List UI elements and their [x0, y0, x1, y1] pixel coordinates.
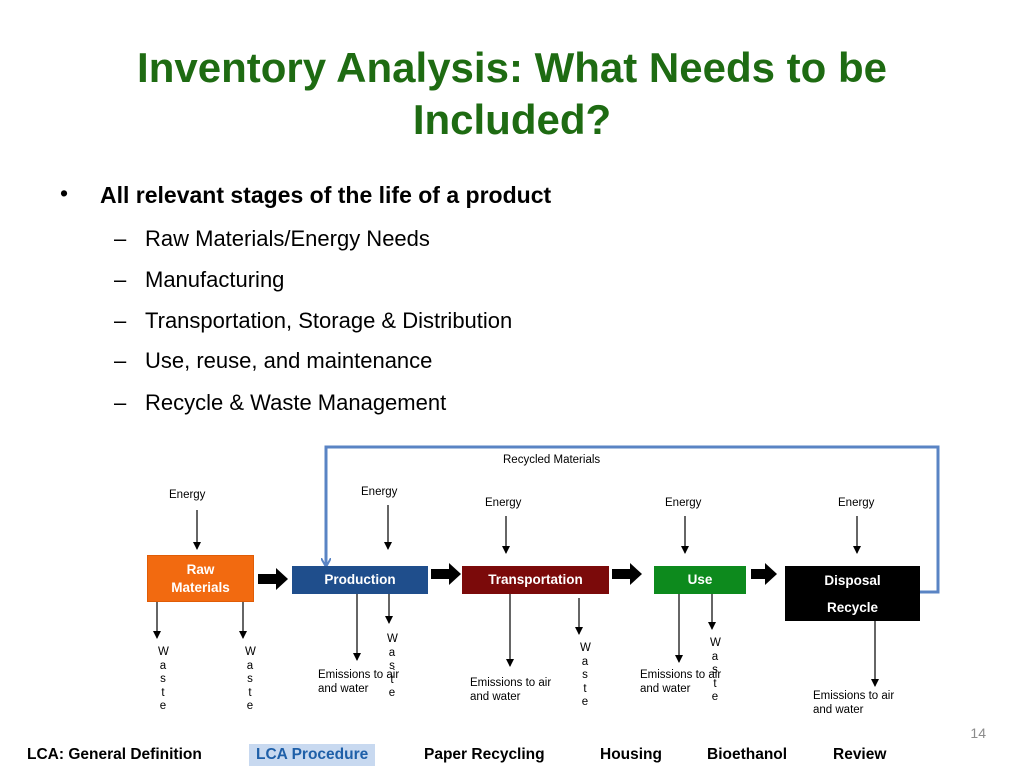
stage-label: Production [324, 572, 396, 587]
stage-transportation: Transportation [462, 566, 609, 594]
flow-arrow [258, 568, 288, 590]
sub-bullet-text: Recycle & Waste Management [145, 390, 447, 415]
stage-use: Use [654, 566, 746, 594]
recycled-materials-label: Recycled Materials [503, 454, 601, 466]
flow-arrow [612, 563, 642, 585]
stage-label: Raw [186, 561, 215, 577]
energy-label: Energy [485, 497, 522, 509]
flow-arrow [751, 563, 777, 585]
sub-bullet-text: Transportation, Storage & Distribution [145, 308, 513, 333]
energy-label: Energy [361, 486, 398, 498]
dash-symbol: – [114, 348, 127, 373]
slide-title: Inventory Analysis: What Needs to be Inc… [60, 42, 964, 146]
sub-bullet-text: Raw Materials/Energy Needs [145, 226, 430, 251]
stage-label: Materials [171, 579, 230, 595]
page-number: 14 [970, 725, 986, 741]
dash-symbol: – [114, 390, 127, 415]
stage-label: Use [687, 572, 713, 587]
dash-symbol: – [114, 267, 127, 292]
stage-disposal-recycle: Disposal Recycle [785, 566, 920, 621]
slide-title-line2: Included? [412, 96, 612, 143]
energy-label: Energy [169, 489, 206, 501]
nav-link-review[interactable]: Review [833, 746, 887, 763]
flow-arrow [431, 563, 461, 585]
stage-production: Production [292, 566, 428, 594]
dash-symbol: – [114, 308, 127, 333]
stage-label: Disposal [824, 572, 881, 588]
energy-label: Energy [665, 497, 702, 509]
stage-label: Transportation [488, 572, 583, 587]
stage-raw-materials: Raw Materials [147, 555, 254, 602]
nav-link-bioethanol[interactable]: Bioethanol [707, 746, 788, 763]
stage-label: Recycle [826, 599, 879, 615]
nav-link-lca-procedure[interactable]: LCA Procedure [249, 744, 376, 766]
sub-bullet-text: Manufacturing [145, 267, 285, 292]
dash-symbol: – [114, 226, 127, 251]
nav-link-general-definition[interactable]: LCA: General Definition [27, 746, 202, 763]
energy-label: Energy [838, 497, 875, 509]
sub-bullet-text: Use, reuse, and maintenance [145, 348, 433, 373]
nav-link-housing[interactable]: Housing [600, 746, 662, 763]
bullet-dot: • [60, 180, 69, 206]
recycle-loop-line [326, 445, 940, 594]
main-bullet-text: All relevant stages of the life of a pro… [100, 182, 552, 208]
nav-link-paper-recycling[interactable]: Paper Recycling [424, 746, 545, 763]
slide-title-line1: Inventory Analysis: What Needs to be [137, 44, 887, 91]
